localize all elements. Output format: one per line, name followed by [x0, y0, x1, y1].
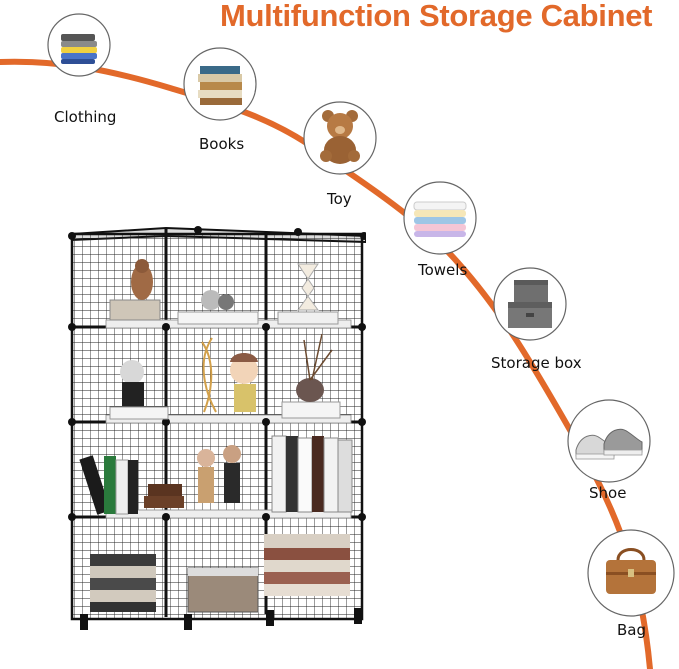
label-bag: Bag [617, 621, 647, 639]
page-title: Multifunction Storage Cabinet [220, 0, 653, 33]
storage-box-icon [493, 267, 567, 341]
wire-cube-cabinet-image [68, 226, 366, 630]
label-books: Books [199, 135, 245, 153]
towel-stack-icon [403, 181, 477, 255]
book-stack-icon [183, 47, 257, 121]
label-towels: Towels [418, 261, 468, 279]
sneakers-icon [567, 399, 651, 483]
handbag-icon [587, 529, 675, 617]
label-storage-box: Storage box [491, 354, 582, 372]
label-toy: Toy [327, 190, 352, 208]
folded-clothes-icon [47, 13, 111, 77]
label-clothing: Clothing [54, 108, 117, 126]
label-shoe: Shoe [589, 484, 627, 502]
teddy-bear-icon [303, 101, 377, 175]
